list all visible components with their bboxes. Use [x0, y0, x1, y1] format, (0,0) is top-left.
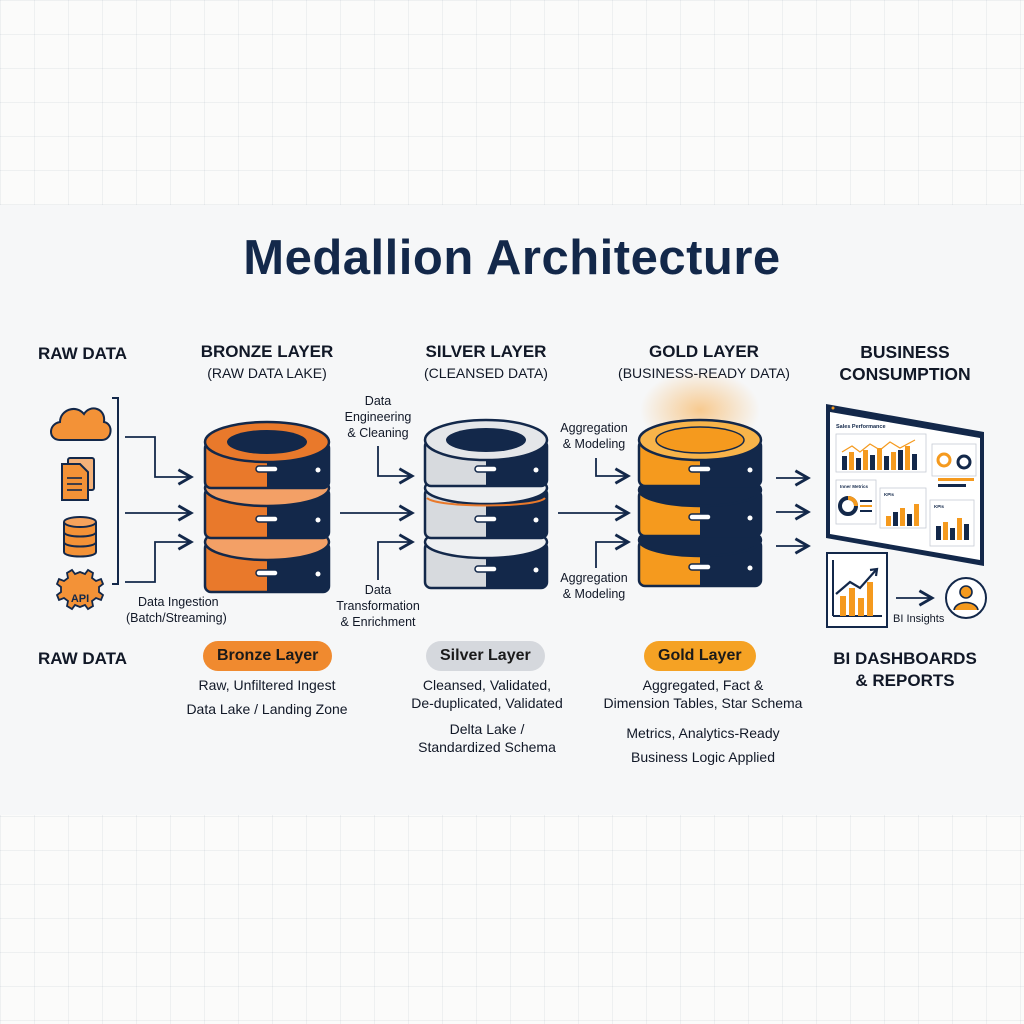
- silver-pill: Silver Layer: [426, 641, 545, 671]
- report-chart: [826, 552, 888, 628]
- gold-desc-3: Metrics, Analytics-Ready: [626, 725, 780, 741]
- panel-c-label: KPIs: [934, 504, 945, 509]
- aggregation-bottom-line1: Aggregation: [560, 571, 628, 585]
- consumption-heading: BUSINESS CONSUMPTION: [820, 341, 990, 385]
- gold-desc-1: Aggregated, Fact &: [642, 677, 764, 693]
- bronze-description: Raw, Unfiltered Ingest Data Lake / Landi…: [168, 676, 366, 718]
- gold-to-consumption-arrows: [776, 469, 811, 555]
- raw-data-footer: RAW DATA: [38, 649, 128, 668]
- gold-desc-2: Dimension Tables, Star Schema: [603, 695, 803, 711]
- consumption-heading-line1: BUSINESS: [860, 342, 950, 362]
- user-icon: [945, 577, 987, 619]
- panel-a-label: Inner Metrics: [840, 484, 869, 489]
- bronze-database-stack: [203, 420, 331, 594]
- ingestion-label-line1: Data Ingestion: [138, 595, 219, 609]
- bronze-heading-sub: (RAW DATA LAKE): [207, 365, 327, 381]
- bi-dashboards-footer: BI DASHBOARDS & REPORTS: [820, 648, 990, 692]
- engineering-label-line3: & Cleaning: [347, 426, 409, 440]
- raw-bracket: [112, 397, 119, 585]
- cloud-icon: [50, 407, 112, 441]
- gold-database-stack: [637, 418, 763, 588]
- transformation-label-line1: Data: [364, 583, 392, 597]
- silver-desc-2: De-duplicated, Validated: [411, 695, 563, 711]
- aggregation-bottom-label: Aggregation & Modeling: [554, 570, 634, 602]
- silver-desc-1: Cleansed, Validated,: [422, 677, 552, 693]
- bi-dashboards-line1: BI DASHBOARDS: [833, 649, 977, 668]
- bronze-desc-2: Data Lake / Landing Zone: [186, 701, 348, 717]
- bronze-pill: Bronze Layer: [203, 641, 333, 671]
- gold-heading-title: GOLD LAYER: [649, 342, 759, 361]
- silver-heading-sub: (CLEANSED DATA): [424, 365, 548, 381]
- silver-heading-title: SILVER LAYER: [425, 342, 547, 361]
- engineering-label-line1: Data: [364, 394, 392, 408]
- silver-desc-3: Delta Lake /: [449, 721, 525, 737]
- silver-database-stack: [423, 418, 549, 590]
- aggregation-top-line2: & Modeling: [562, 437, 626, 451]
- panel-b-label: KPIs: [884, 492, 895, 497]
- api-gear-icon: API: [55, 568, 105, 611]
- database-icon: [63, 516, 97, 558]
- silver-to-gold-arrows: [558, 458, 631, 568]
- documents-icon: [61, 457, 95, 501]
- bi-dashboards-line2: & REPORTS: [855, 671, 955, 690]
- gold-desc-4: Business Logic Applied: [631, 749, 775, 765]
- ingestion-label-line2: (Batch/Streaming): [126, 611, 227, 625]
- silver-heading: SILVER LAYER (CLEANSED DATA): [405, 341, 567, 383]
- bronze-heading-title: BRONZE LAYER: [200, 342, 334, 361]
- bi-insights-label: BI Insights: [893, 613, 945, 625]
- bronze-desc-1: Raw, Unfiltered Ingest: [198, 677, 336, 693]
- silver-description: Cleansed, Validated, De-duplicated, Vali…: [387, 676, 587, 756]
- transformation-label-line3: & Enrichment: [340, 615, 416, 629]
- raw-to-bronze-arrows: [125, 436, 194, 583]
- aggregation-top-label: Aggregation & Modeling: [554, 420, 634, 452]
- transformation-label: Data Transformation & Enrichment: [330, 582, 426, 630]
- sales-bars: [842, 446, 917, 470]
- api-text: API: [71, 593, 89, 605]
- dashboard-screen: Sales Performance Inner Metrics: [826, 404, 984, 566]
- raw-data-heading: RAW DATA: [38, 344, 128, 363]
- ingestion-label: Data Ingestion (Batch/Streaming): [126, 594, 227, 626]
- bronze-heading: BRONZE LAYER (RAW DATA LAKE): [186, 341, 348, 383]
- engineering-label: Data Engineering & Cleaning: [336, 393, 420, 441]
- aggregation-bottom-line2: & Modeling: [562, 587, 626, 601]
- page-title: Medallion Architecture: [243, 231, 781, 285]
- transformation-label-line2: Transformation: [336, 599, 420, 613]
- bronze-to-silver-arrows: [340, 446, 415, 580]
- silver-desc-4: Standardized Schema: [418, 739, 556, 755]
- dashboard-title: Sales Performance: [836, 424, 886, 430]
- aggregation-top-line1: Aggregation: [560, 421, 628, 435]
- gold-pill: Gold Layer: [644, 641, 756, 671]
- engineering-label-line2: Engineering: [344, 410, 412, 424]
- gold-description: Aggregated, Fact & Dimension Tables, Sta…: [590, 676, 816, 766]
- consumption-heading-line2: CONSUMPTION: [839, 364, 971, 384]
